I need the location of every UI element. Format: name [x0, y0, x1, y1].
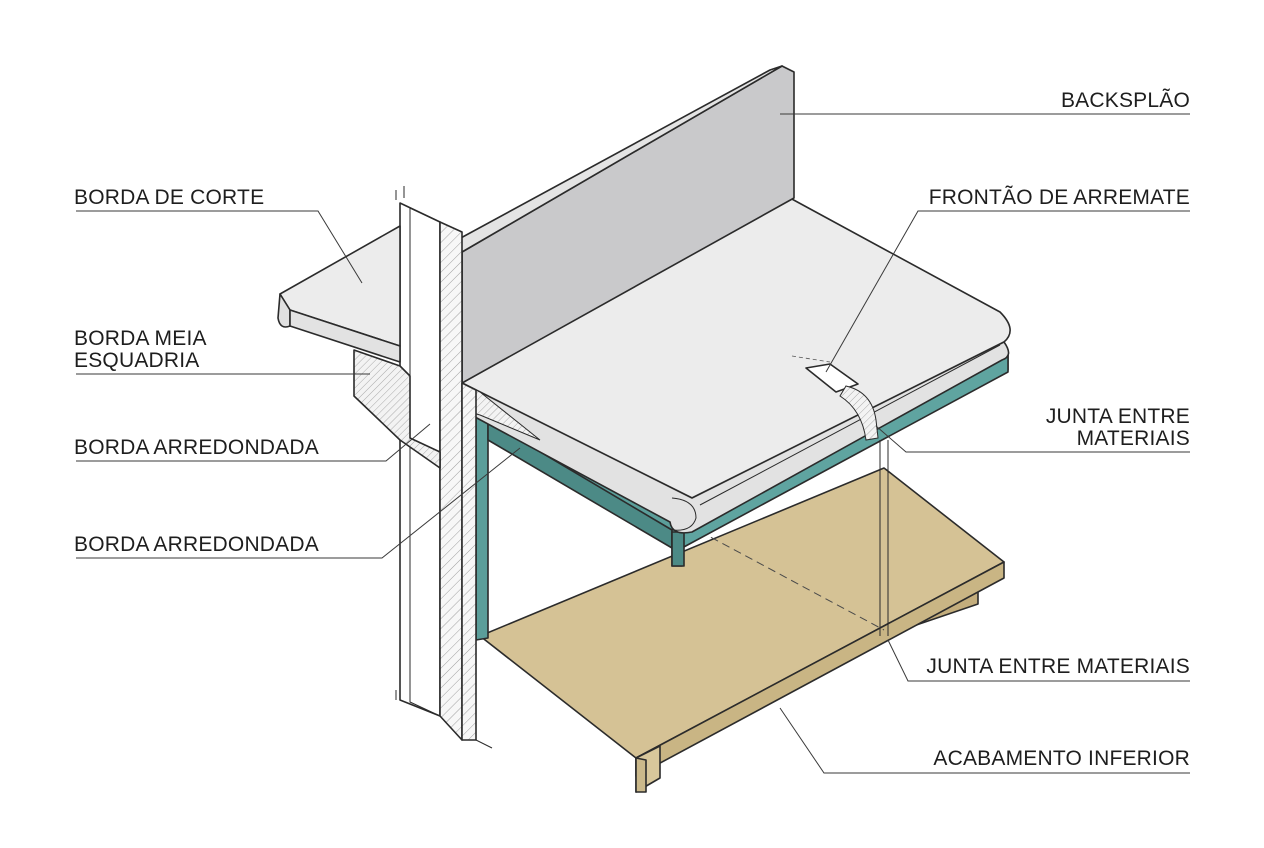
leader-cut-edge [76, 210, 363, 284]
wall-section [395, 186, 493, 749]
leader-joint-lower [887, 639, 1190, 682]
cut-edge-piece [277, 225, 441, 469]
countertop-slab [461, 197, 1011, 534]
label-joint-upper-line1: JUNTA ENTRE [1046, 405, 1190, 428]
labels: BACKSPLÃO BORDA DE CORTE FRONTÃO DE ARRE… [74, 88, 1190, 770]
label-joint-upper-line2: MATERIAIS [1077, 427, 1190, 450]
leader-end-piece [825, 210, 1190, 373]
label-half-miter-line1: BORDA MEIA [74, 327, 207, 350]
bottom-finish-panel [479, 467, 1005, 793]
label-cut-edge: BORDA DE CORTE [74, 186, 264, 209]
label-end-piece: FRONTÃO DE ARREMATE [929, 185, 1190, 209]
label-bottom-finish: ACABAMENTO INFERIOR [933, 747, 1190, 770]
label-half-miter-line2: ESQUADRIA [74, 349, 200, 372]
leader-bottom-finish [779, 707, 1190, 774]
leader-rounded-edge-2 [76, 447, 521, 559]
leader-joint-upper [875, 425, 1190, 453]
leader-rounded-edge-1 [76, 423, 431, 462]
label-rounded-edge-1: BORDA ARREDONDADA [74, 436, 319, 459]
label-rounded-edge-2: BORDA ARREDONDADA [74, 533, 319, 556]
leader-lines [76, 113, 1190, 774]
label-backsplash: BACKSPLÃO [1061, 88, 1190, 112]
end-piece-detail [791, 355, 889, 636]
label-joint-lower: JUNTA ENTRE MATERIAIS [926, 655, 1190, 678]
